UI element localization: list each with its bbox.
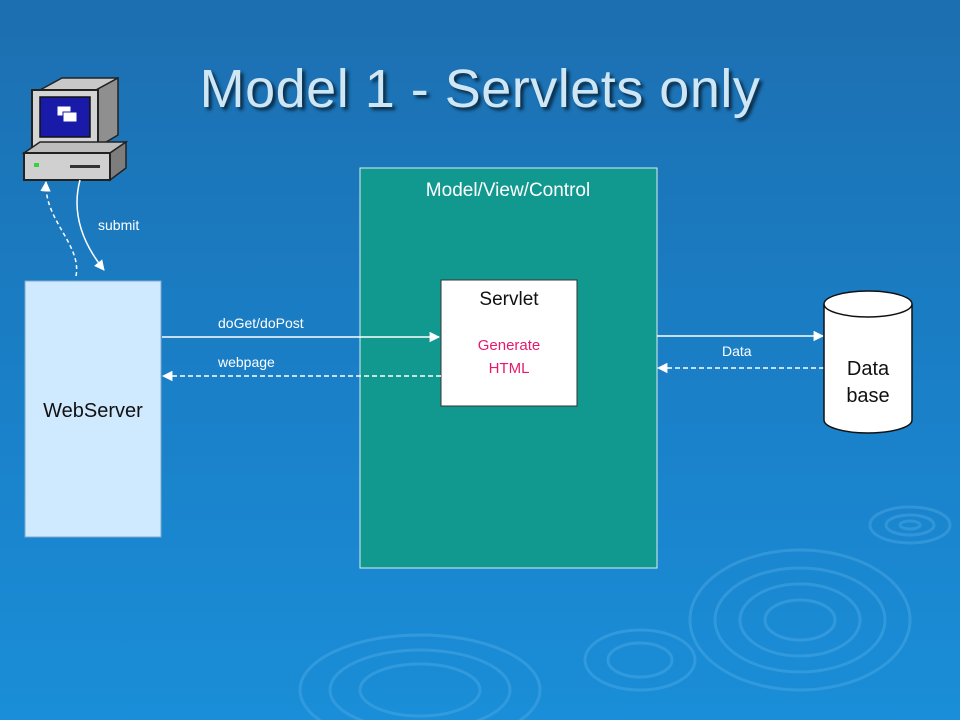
- slide-title: Model 1 - Servlets only: [199, 59, 761, 119]
- database-icon: [823, 290, 913, 434]
- submit-arrow: [76, 179, 105, 271]
- request-label: doGet/doPost: [218, 315, 304, 331]
- submit-label: submit: [98, 217, 139, 233]
- servlet-label: Servlet: [479, 289, 539, 310]
- database-label-line2: base: [846, 385, 889, 407]
- database-label-line1: Data: [847, 358, 890, 380]
- servlet-action-line2: HTML: [489, 360, 530, 377]
- mvc-label: Model/View/Control: [426, 180, 590, 201]
- response-to-browser-arrow: [40, 180, 78, 277]
- webserver-label: WebServer: [43, 400, 143, 422]
- response-label: webpage: [217, 354, 275, 370]
- servlet-action-line1: Generate: [478, 337, 541, 354]
- webserver-box: [24, 280, 162, 538]
- servlet-box: [440, 279, 578, 407]
- data-label: Data: [722, 343, 752, 359]
- computer-icon: [21, 76, 129, 182]
